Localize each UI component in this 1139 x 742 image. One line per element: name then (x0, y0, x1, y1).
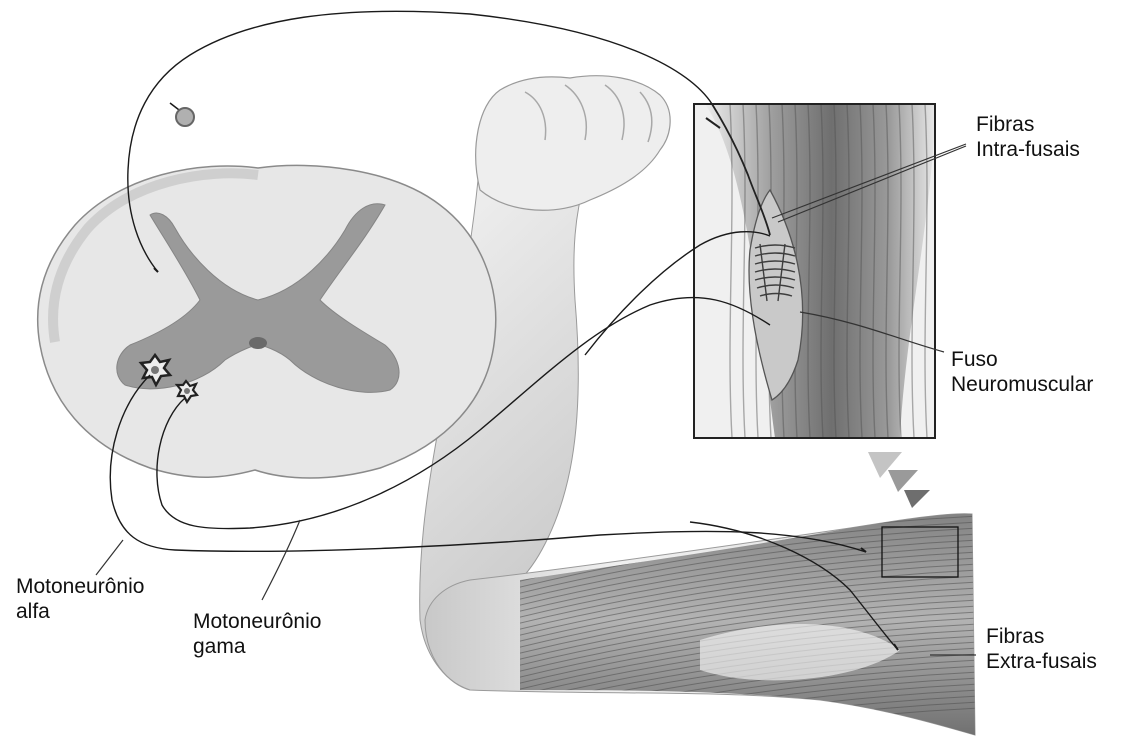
label-line: Fuso (951, 347, 1093, 372)
label-fibras-intra-fusais: Fibras Intra-fusais (976, 112, 1080, 162)
label-line: Motoneurônio (16, 574, 144, 599)
label-motoneuronio-alfa: Motoneurônio alfa (16, 574, 144, 624)
label-fibras-extra-fusais: Fibras Extra-fusais (986, 624, 1097, 674)
label-line: alfa (16, 599, 144, 624)
label-line: Intra-fusais (976, 137, 1080, 162)
central-canal (249, 337, 267, 349)
label-line: Motoneurônio (193, 609, 321, 634)
label-line: Neuromuscular (951, 372, 1093, 397)
spindle-inset (694, 104, 935, 438)
label-fuso-neuromuscular: Fuso Neuromuscular (951, 347, 1093, 397)
spinal-cord-section (38, 103, 496, 478)
label-motoneuronio-gama: Motoneurônio gama (193, 609, 321, 659)
hand (476, 76, 670, 211)
biceps-muscle (500, 500, 980, 742)
label-line: Fibras (976, 112, 1080, 137)
label-line: gama (193, 634, 321, 659)
magnify-arrows (868, 452, 930, 508)
sensory-ganglion-icon (176, 108, 194, 126)
label-line: Fibras (986, 624, 1097, 649)
label-line: Extra-fusais (986, 649, 1097, 674)
